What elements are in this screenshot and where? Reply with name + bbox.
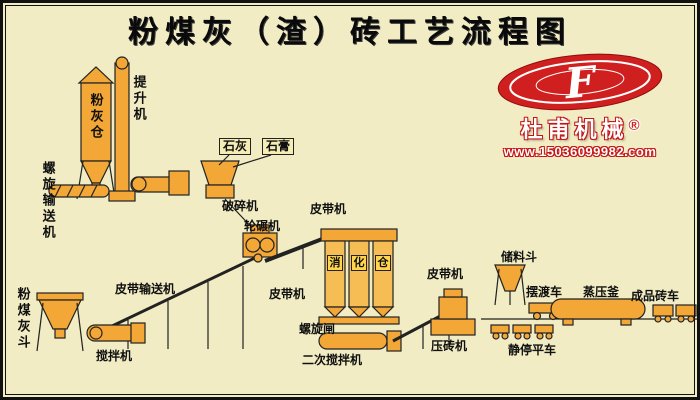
elevator-shape — [108, 56, 136, 202]
label-wheel-mill: 轮碾机 — [244, 219, 281, 233]
registered-mark: ® — [628, 117, 640, 134]
label-autoclave: 蒸压釜 — [583, 285, 620, 299]
label-finished-brick-car: 成品砖车 — [631, 289, 680, 303]
label-ash-hopper: 粉煤灰斗 — [15, 287, 31, 351]
crusher-shape — [200, 154, 272, 199]
label-curing-flat-car: 静停平车 — [508, 343, 557, 357]
ash-hopper-shape — [36, 292, 84, 352]
label-ash-silo: 粉灰仓 — [88, 93, 104, 141]
brand-name: 杜甫机械 — [520, 117, 629, 142]
label-storage-hopper: 储料斗 — [501, 250, 538, 264]
label-screw-conveyor: 螺旋输送机 — [40, 161, 56, 241]
label-digestion-char-1: 消 — [327, 255, 343, 271]
wheel-mill-shape — [224, 198, 278, 258]
label-mixer: 搅拌机 — [96, 349, 133, 363]
screw-conveyor-shape — [48, 184, 110, 198]
brand-logo: F 杜甫机械® www.15036099982.com — [481, 53, 679, 159]
label-screw-gate: 螺旋闸 — [299, 322, 336, 336]
label-brick-press: 压砖机 — [431, 339, 468, 353]
curing-cars-shape — [490, 324, 554, 340]
brick-press-shape — [430, 288, 476, 336]
storage-hopper-shape — [494, 264, 526, 306]
ash-silo-shape — [76, 66, 116, 200]
label-secondary-mixer: 二次搅拌机 — [302, 353, 363, 367]
label-gypsum: 石膏 — [262, 138, 295, 155]
label-ferry-car: 摆渡车 — [526, 285, 563, 299]
label-digestion-char-3: 仓 — [375, 255, 391, 271]
label-crusher: 破碎机 — [222, 199, 259, 213]
label-belt-top: 皮带机 — [310, 202, 347, 216]
feed-conveyor-shape — [130, 170, 190, 196]
page-title: 粉煤灰（渣）砖工艺流程图 — [128, 15, 572, 50]
label-lime: 石灰 — [219, 138, 252, 155]
autoclave-shape — [550, 298, 646, 326]
label-digestion-char-2: 化 — [351, 255, 367, 271]
digestion-silo-shape — [318, 228, 400, 325]
mixer-shape — [86, 322, 146, 344]
website-text: www.15036099982.com — [503, 144, 657, 159]
label-elevator: 提升机 — [131, 75, 147, 123]
logo-oval-icon: F — [497, 53, 663, 111]
diagram-art — [36, 56, 697, 352]
label-belt-mid: 皮带机 — [269, 287, 306, 301]
label-belt-right: 皮带机 — [427, 267, 464, 281]
finished-car-shape — [652, 304, 697, 323]
label-belt-conveyor: 皮带输送机 — [115, 282, 176, 296]
